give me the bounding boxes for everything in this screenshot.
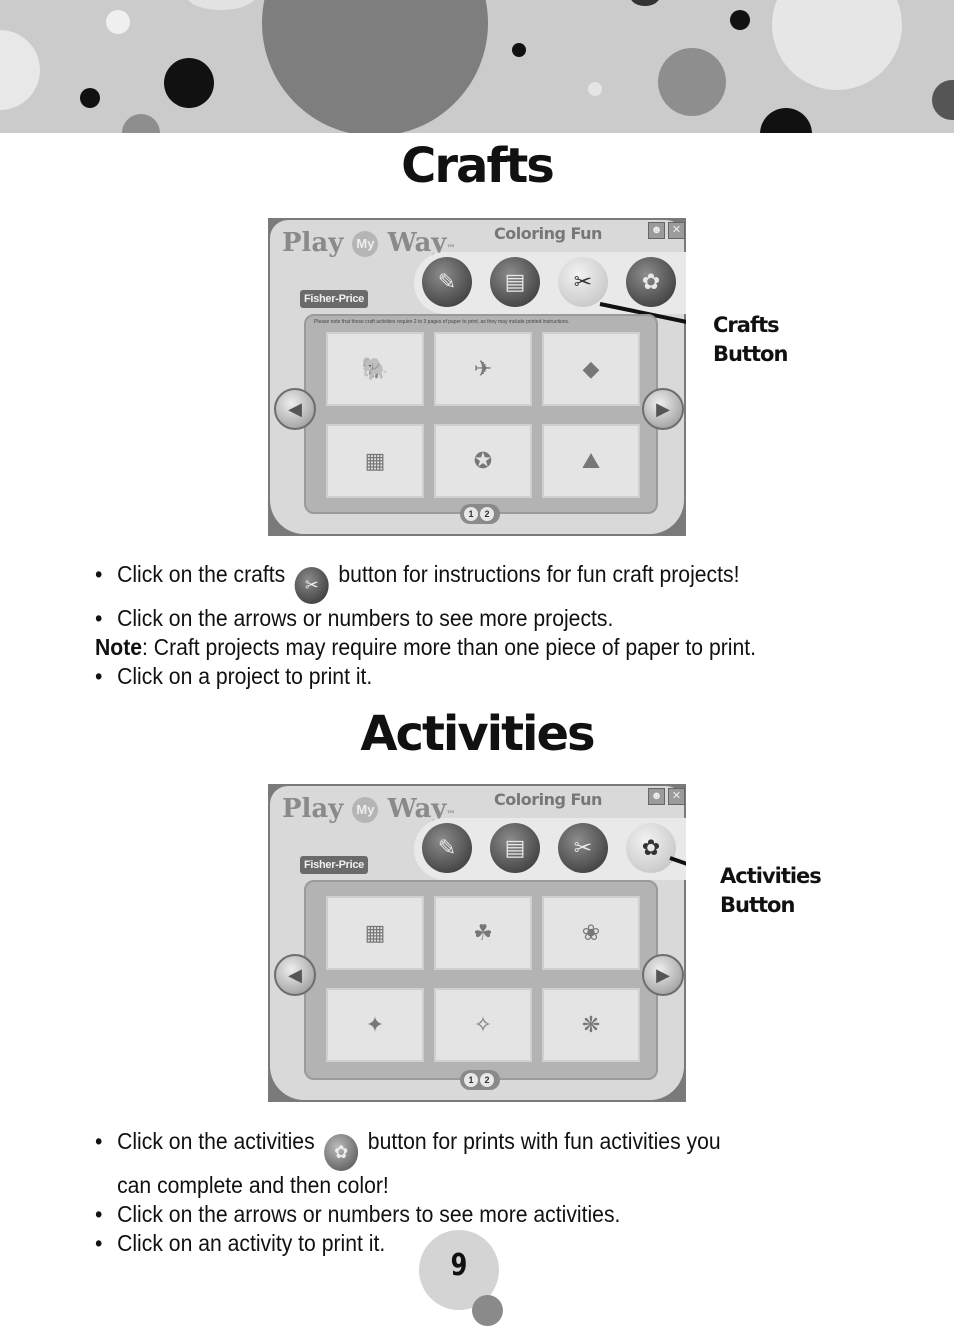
page-selector: 1 2 xyxy=(460,504,500,524)
fisher-price-logo: Fisher-Price xyxy=(300,856,368,874)
activities-icon: ✿ xyxy=(324,1134,359,1171)
list-item: Click on the arrows or numbers to see mo… xyxy=(95,1200,721,1229)
category-toolbar: ✎ ▤ ✂ ✿ xyxy=(414,252,686,314)
activities-title: Activities xyxy=(360,706,595,762)
crafts-button-callout: Crafts Button xyxy=(713,313,788,366)
list-item-continuation: can complete and then color! xyxy=(117,1172,389,1198)
craft-thumbnail[interactable]: ✈ xyxy=(434,332,532,406)
activities-screenshot: Play My Way™ Coloring Fun ☻ ✕ ✎ ▤ ✂ ✿ Fi… xyxy=(268,784,686,1102)
activity-thumbnail[interactable]: ✧ xyxy=(434,988,532,1062)
previous-arrow[interactable]: ◀ xyxy=(274,388,316,430)
list-item: Click on an activity to print it. xyxy=(95,1229,721,1258)
page-selector: 1 2 xyxy=(460,1070,500,1090)
coloring-button[interactable]: ✎ xyxy=(422,823,472,873)
note: Note: Craft projects may require more th… xyxy=(95,634,756,660)
list-item: Click on the arrows or numbers to see mo… xyxy=(95,604,756,633)
activity-thumbnail[interactable]: ❋ xyxy=(542,988,640,1062)
book-button[interactable]: ▤ xyxy=(490,257,540,307)
page-1-button[interactable]: 1 xyxy=(464,1073,478,1087)
playmyway-logo: Play My Way™ xyxy=(282,228,456,258)
dotted-banner xyxy=(0,0,954,133)
user-icon[interactable]: ☻ xyxy=(648,222,665,239)
crafts-screenshot: Play My Way™ Coloring Fun ☻ ✕ ✎ ▤ ✂ ✿ Fi… xyxy=(268,218,686,536)
activities-grid-panel: ▦ ☘ ❀ ✦ ✧ ❋ xyxy=(304,880,658,1080)
list-item: Click on the activities ✿ button for pri… xyxy=(95,1127,721,1171)
print-notice: Please note that these craft activities … xyxy=(314,319,570,325)
activities-button[interactable]: ✿ xyxy=(626,257,676,307)
activity-thumbnail[interactable]: ▦ xyxy=(326,896,424,970)
activities-instructions: Click on the activities ✿ button for pri… xyxy=(95,1127,721,1258)
list-item: Click on the crafts ✂ button for instruc… xyxy=(95,560,756,604)
page-number: 9 xyxy=(450,1248,468,1283)
screen-title: Coloring Fun xyxy=(494,790,602,809)
close-icon[interactable]: ✕ xyxy=(668,788,685,805)
book-button[interactable]: ▤ xyxy=(490,823,540,873)
coloring-button[interactable]: ✎ xyxy=(422,257,472,307)
decorative-dot xyxy=(472,1295,503,1326)
crafts-grid-panel: Please note that these craft activities … xyxy=(304,314,658,514)
activity-thumbnail[interactable]: ☘ xyxy=(434,896,532,970)
list-item: Click on a project to print it. xyxy=(95,662,756,691)
next-arrow[interactable]: ▶ xyxy=(642,954,684,996)
craft-thumbnail[interactable]: 🐘 xyxy=(326,332,424,406)
craft-thumbnail[interactable]: ▦ xyxy=(326,424,424,498)
user-icon[interactable]: ☻ xyxy=(648,788,665,805)
craft-thumbnail[interactable]: ✪ xyxy=(434,424,532,498)
next-arrow[interactable]: ▶ xyxy=(642,388,684,430)
activities-button[interactable]: ✿ xyxy=(626,823,676,873)
previous-arrow[interactable]: ◀ xyxy=(274,954,316,996)
crafts-button[interactable]: ✂ xyxy=(558,823,608,873)
category-toolbar: ✎ ▤ ✂ ✿ xyxy=(414,818,686,880)
activities-button-callout: Activities Button xyxy=(720,864,822,917)
page-1-button[interactable]: 1 xyxy=(464,507,478,521)
activities-callout-line xyxy=(669,856,686,866)
activity-thumbnail[interactable]: ✦ xyxy=(326,988,424,1062)
activity-thumbnail[interactable]: ❀ xyxy=(542,896,640,970)
screen-title: Coloring Fun xyxy=(494,224,602,243)
page-2-button[interactable]: 2 xyxy=(480,507,494,521)
close-icon[interactable]: ✕ xyxy=(668,222,685,239)
crafts-title: Crafts xyxy=(401,138,555,194)
craft-thumbnail[interactable]: ◆ xyxy=(542,332,640,406)
crafts-button[interactable]: ✂ xyxy=(558,257,608,307)
crafts-icon: ✂ xyxy=(294,567,329,604)
crafts-instructions: Click on the crafts ✂ button for instruc… xyxy=(95,560,756,691)
page-2-button[interactable]: 2 xyxy=(480,1073,494,1087)
fisher-price-logo: Fisher-Price xyxy=(300,290,368,308)
craft-thumbnail[interactable]: ⛰ xyxy=(542,424,640,498)
